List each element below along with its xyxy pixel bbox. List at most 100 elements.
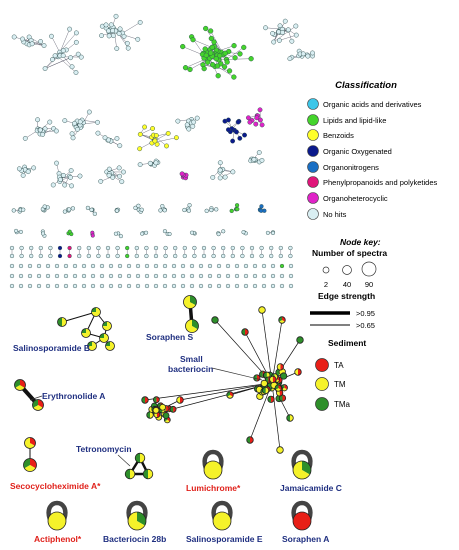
network-chain — [259, 245, 264, 259]
singleton-node — [135, 283, 141, 289]
network-edge — [226, 58, 252, 60]
network-node — [209, 44, 215, 51]
singleton-node — [243, 283, 249, 289]
singleton-node — [72, 263, 78, 269]
network-node — [50, 57, 55, 62]
sediment-label-ta: TA — [334, 361, 344, 370]
node-slice — [87, 341, 92, 346]
singleton-node — [279, 283, 285, 289]
singleton-node — [90, 273, 96, 279]
network-chain — [269, 245, 274, 259]
network-node — [248, 56, 254, 62]
singleton-node — [81, 263, 87, 269]
node-outline — [183, 295, 197, 309]
classification-title: Classification — [335, 80, 397, 91]
network-chain — [240, 245, 245, 259]
network-cluster — [179, 171, 189, 181]
network-node — [75, 126, 80, 132]
network-node — [117, 143, 123, 149]
legend-label-benzoids: Benzoids — [323, 131, 354, 140]
network-node — [270, 231, 276, 236]
annotated-families — [14, 295, 313, 531]
network-node — [9, 245, 15, 251]
singleton-node — [153, 273, 159, 279]
size-key-label-40: 40 — [343, 280, 351, 289]
node-outline — [226, 391, 234, 399]
singleton-node — [189, 283, 195, 289]
network-node — [69, 183, 75, 189]
network-node — [113, 231, 118, 236]
node-slice — [81, 328, 86, 333]
edge-key-label-065: >0.65 — [356, 321, 375, 330]
singleton-node — [108, 273, 114, 279]
network-node — [289, 38, 295, 44]
small-bacteriocin-node — [286, 414, 294, 422]
network-node — [210, 175, 216, 180]
node-slice — [294, 368, 298, 376]
network-node — [217, 160, 223, 166]
node-slice — [105, 341, 110, 346]
salinosporamide-b-node — [99, 333, 109, 343]
network-cluster — [99, 13, 143, 51]
node-slice — [298, 368, 302, 376]
soraphen-s-node — [185, 319, 199, 333]
loop-edge — [211, 500, 233, 520]
network-node — [187, 66, 193, 73]
network-node — [173, 245, 178, 251]
network-node — [249, 253, 255, 259]
singleton-node — [63, 263, 69, 269]
network-node — [77, 119, 83, 125]
singleton-node — [135, 263, 141, 269]
node-slice — [262, 387, 266, 394]
node-slice — [227, 395, 233, 399]
singleton-node — [45, 283, 51, 289]
legend-item-organoheterocyclic: Organoheterocyclic — [307, 192, 388, 204]
small-bacteriocin-node — [141, 396, 149, 404]
salinosporamide-b-node — [102, 321, 112, 331]
network-node — [106, 137, 112, 143]
node-outline — [276, 363, 284, 371]
network-cluster — [137, 158, 161, 168]
singleton-node — [90, 263, 96, 269]
node-outline — [81, 328, 91, 338]
phenylpropanoids-swatch — [307, 176, 319, 188]
singleton-node — [144, 273, 150, 279]
singleton-node — [18, 273, 24, 279]
network-node — [221, 64, 228, 70]
network-cluster — [287, 48, 315, 62]
singleton-node — [288, 263, 294, 269]
network-node — [57, 177, 63, 183]
legend-label-organic-acids: Organic acids and derivatives — [323, 100, 422, 109]
network-node — [67, 245, 72, 251]
network-node — [285, 27, 291, 33]
network-edge — [192, 39, 213, 48]
network-node — [102, 135, 108, 141]
network-chain — [48, 245, 53, 259]
soraphen-a-node-loop — [291, 500, 313, 520]
network-cluster — [189, 230, 197, 236]
legend-item-no-hits: No hits — [307, 208, 347, 220]
sediment-tm-swatch — [315, 377, 329, 391]
network-node — [288, 245, 293, 251]
network-node — [49, 33, 54, 39]
network-chain — [86, 245, 91, 259]
network-node — [259, 122, 265, 128]
network-node — [259, 157, 265, 163]
network-cluster — [222, 117, 247, 144]
network-node — [245, 115, 251, 121]
network-node — [11, 208, 16, 213]
network-node — [77, 253, 82, 259]
network-node — [106, 166, 112, 172]
small-bacteriocin-node — [294, 368, 302, 376]
organonitrogens-swatch — [307, 161, 319, 173]
singleton-node — [45, 263, 51, 269]
singleton-node — [54, 283, 60, 289]
network-node — [259, 245, 264, 251]
network-node — [22, 135, 28, 141]
jamaicamide-c-node-loop — [291, 449, 313, 469]
network-chain — [230, 245, 235, 259]
node-slice — [245, 328, 249, 336]
network-node — [114, 208, 120, 213]
network-node — [173, 135, 179, 141]
network-node — [38, 253, 43, 259]
